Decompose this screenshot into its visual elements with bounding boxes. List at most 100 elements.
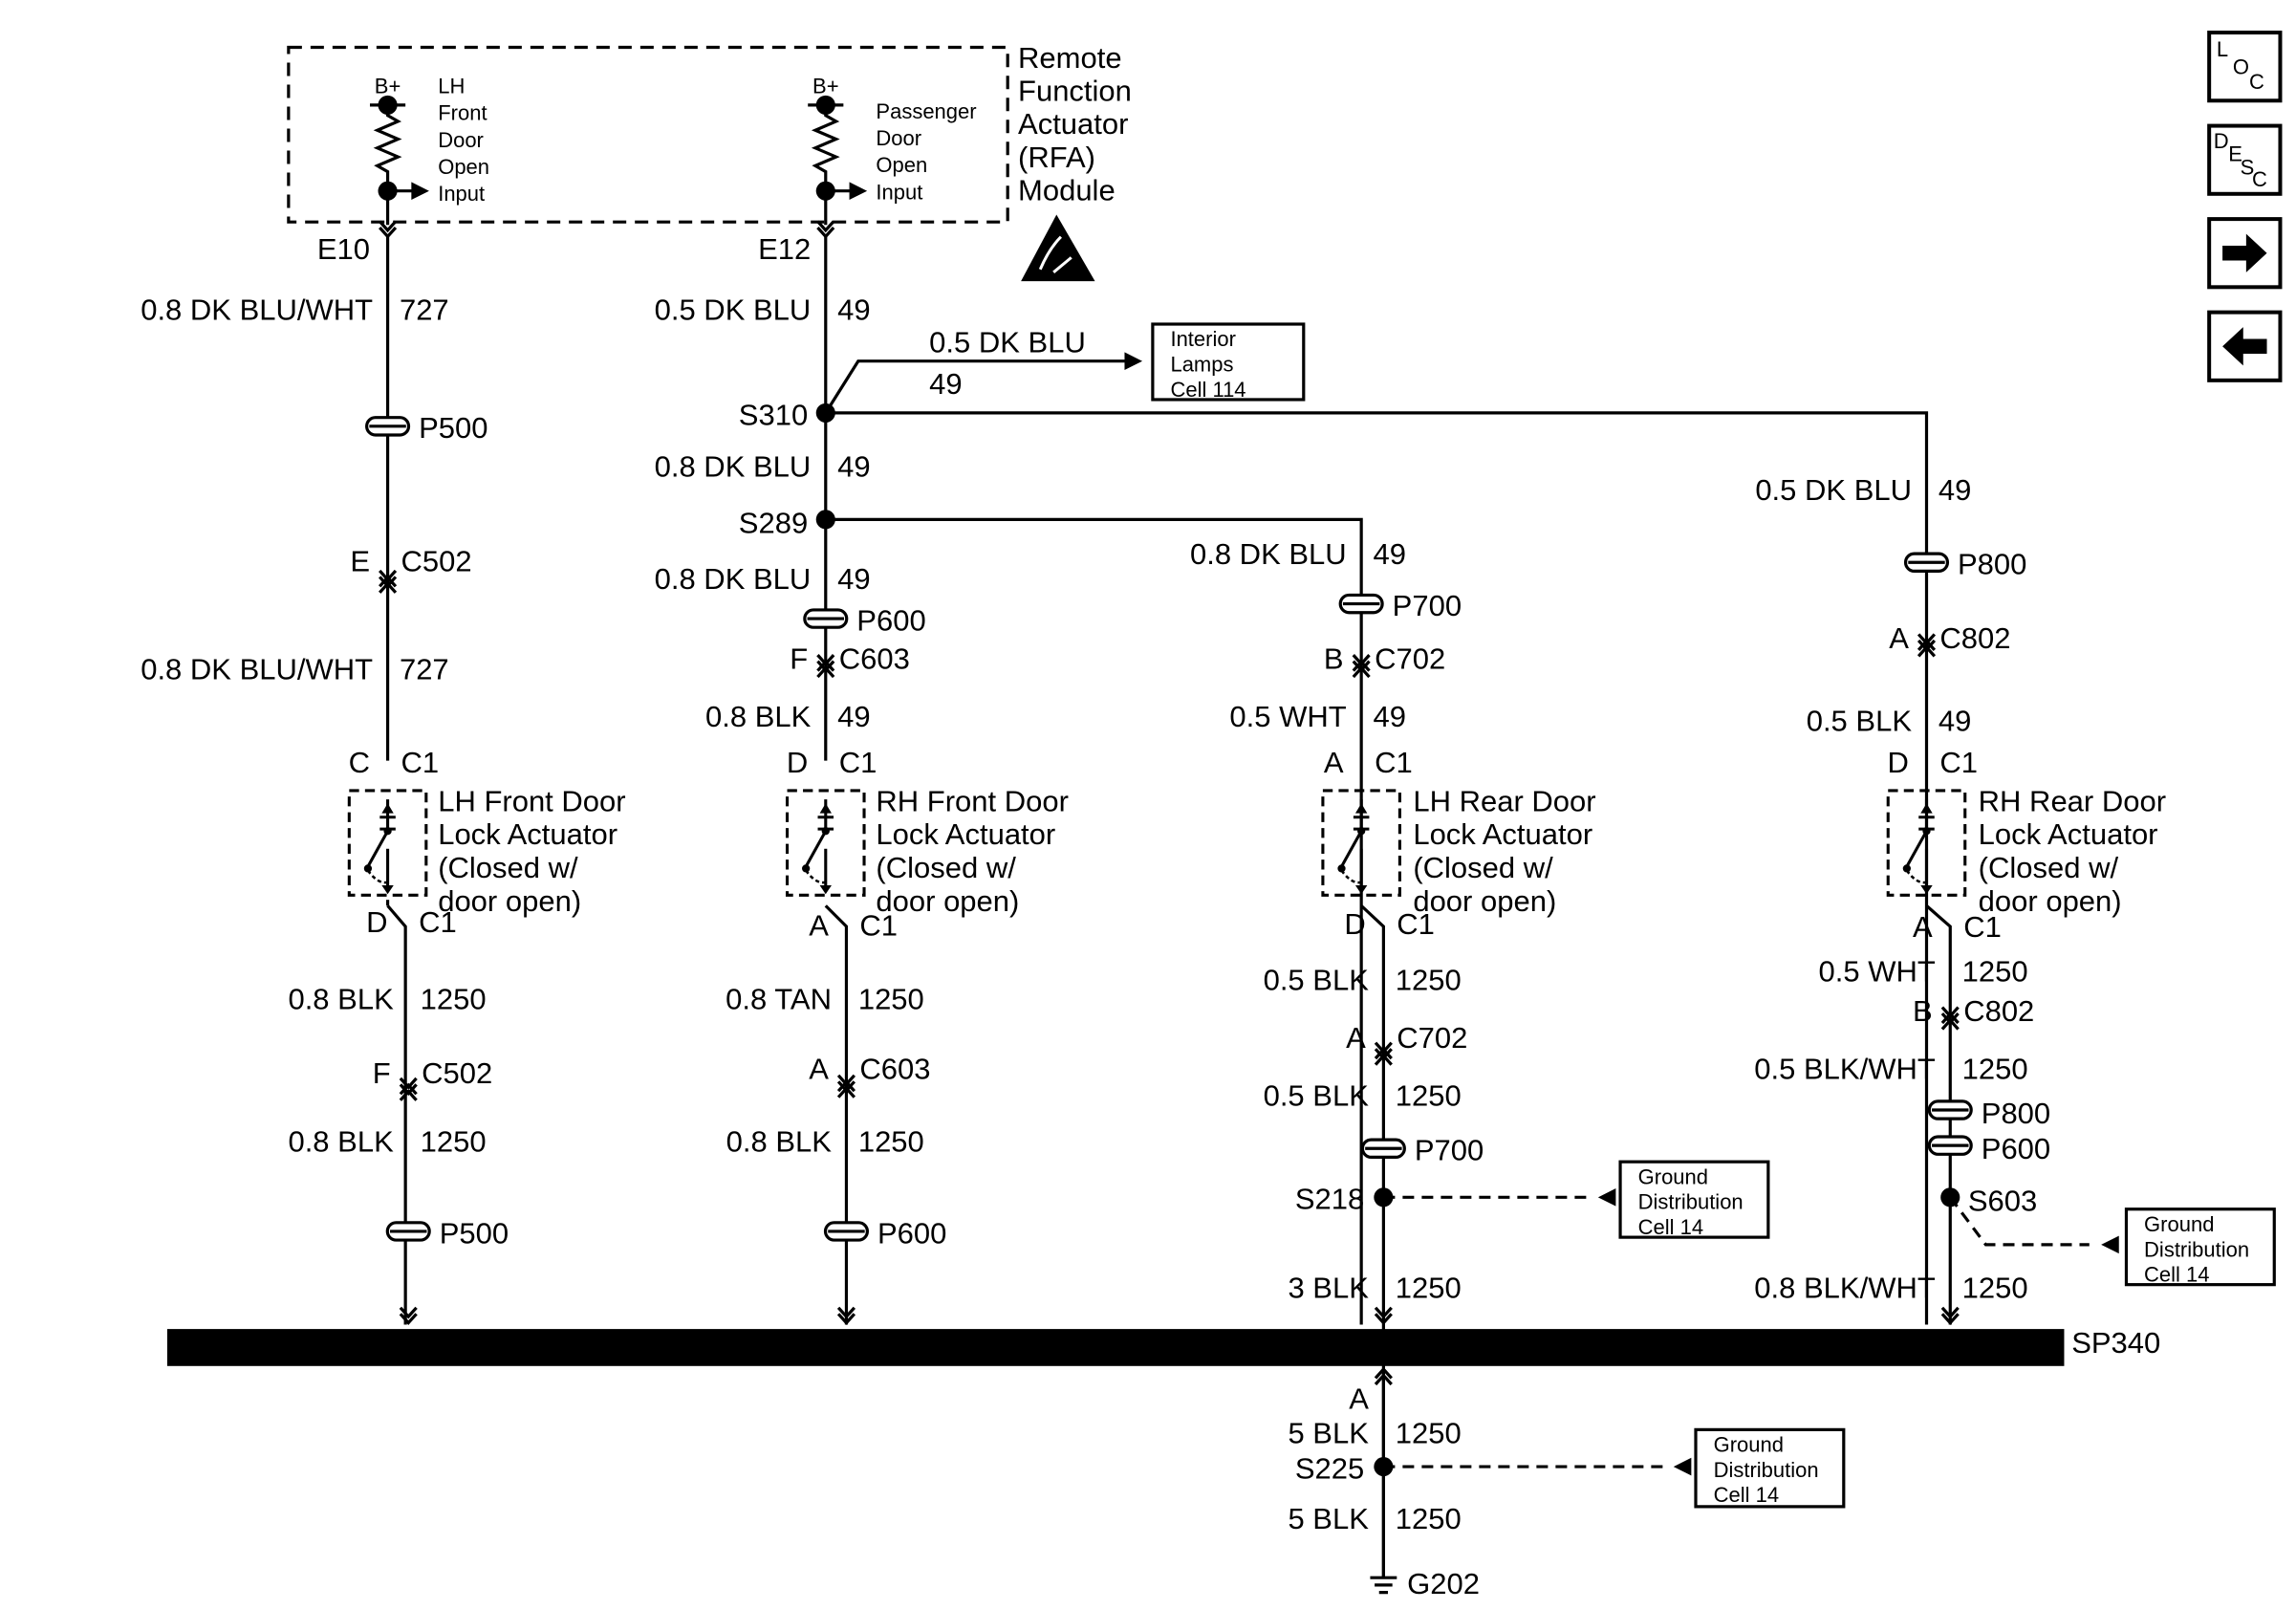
ground-distribution-reference-2-text-line: Cell 14 xyxy=(2144,1263,2209,1287)
circuit-1250-wire xyxy=(824,904,849,1325)
ground-distribution-reference-2-text-line: Distribution xyxy=(2144,1237,2249,1261)
c603-bot-cavity: A xyxy=(809,1052,829,1085)
diagram-labels: RemoteFunctionActuator(RFA)ModuleB+LHFro… xyxy=(141,41,2249,1600)
device-symbols xyxy=(166,45,2276,1509)
passenger-door-input-label-line: Passenger xyxy=(876,99,976,123)
p600-passthrough xyxy=(1927,1135,1973,1156)
g-main-1-wire-size: 5 BLK xyxy=(1288,1416,1369,1449)
s289-label: S289 xyxy=(739,506,808,539)
b-plus-label: B+ xyxy=(812,75,839,98)
rhf-c1-bot-connector: C1 xyxy=(859,908,898,942)
b-plus-label: B+ xyxy=(375,75,401,98)
pullup-resistor xyxy=(811,104,840,226)
lhf-c1-bot-connector: C1 xyxy=(419,905,457,939)
w49-top-circuit: 49 xyxy=(837,293,870,326)
next-page-button[interactable] xyxy=(2207,217,2283,290)
c802-bot-cavity: B xyxy=(1913,994,1933,1028)
w49-s289-p600-circuit: 49 xyxy=(837,562,870,596)
rfa-module-name-line: Actuator xyxy=(1018,107,1128,141)
circuit-1250-wire xyxy=(1360,904,1385,1578)
lh-front-door-input-label-line: Door xyxy=(438,128,484,152)
c502-bot-cavity: F xyxy=(373,1056,391,1090)
ground-distribution-reference-3-text-line: Distribution xyxy=(1714,1458,1819,1482)
rh-front-actuator-label-line: (Closed w/ xyxy=(876,851,1016,884)
g-lhr-1-wire-size: 0.5 BLK xyxy=(1264,964,1370,997)
g-lhf-2-wire-size: 0.8 BLK xyxy=(288,1124,394,1158)
ground-distribution-reference-2-text-line: Ground xyxy=(2144,1212,2214,1236)
lhf-c1-bot-cavity: D xyxy=(366,905,387,939)
previous-page-button[interactable] xyxy=(2207,310,2283,382)
lh-front-actuator-label-line: (Closed w/ xyxy=(438,851,578,884)
lhf-c1-top-cavity: C xyxy=(349,746,370,779)
rhf-c1-top-connector: C1 xyxy=(839,746,877,779)
c702-top-connector: C702 xyxy=(1375,642,1445,676)
s310-rh-rear-wire xyxy=(825,411,1929,1325)
rhr-c1-top-cavity: D xyxy=(1888,746,1909,779)
rfa-module-name-line: Function xyxy=(1018,75,1132,108)
desc-letter: E xyxy=(2228,142,2242,166)
p800-passthrough xyxy=(1903,552,1950,574)
c802-top-connector: C802 xyxy=(1939,621,2010,655)
rhf-c1-top-cavity: D xyxy=(787,746,808,779)
ground-distribution-reference-2-box[interactable] xyxy=(2124,1208,2276,1287)
lhr-c1-top-cavity: A xyxy=(1324,746,1344,779)
c702-bot-cavity: A xyxy=(1346,1021,1366,1055)
b-plus-node xyxy=(815,95,835,115)
interior-lamps-arrow-icon xyxy=(1124,352,1143,370)
lh-rear-actuator-label-line: door open) xyxy=(1413,884,1556,918)
c802-bot-connector: C802 xyxy=(1963,994,2034,1028)
arrowhead-icon xyxy=(1673,1457,1692,1476)
p600-passthrough xyxy=(823,1221,870,1242)
ground-distribution-reference-1-text-line: Distribution xyxy=(1638,1190,1744,1214)
w49-top-wire-size: 0.5 DK BLU xyxy=(655,293,812,326)
loc-button[interactable]: LOC xyxy=(2207,31,2283,103)
w49-lh-rear-circuit: 49 xyxy=(1374,537,1406,571)
b-plus-node xyxy=(378,95,398,115)
w49-rhr-wire-size: 0.5 BLK xyxy=(1807,705,1913,738)
lh-front-door-input-label-line: Input xyxy=(438,182,485,206)
interior-lamps-reference-box[interactable] xyxy=(1151,322,1306,402)
ground-distribution-reference-1-text-line: Cell 14 xyxy=(1638,1215,1703,1239)
lh-front-door-switch-icon xyxy=(347,789,428,897)
loc-letter: O xyxy=(2233,54,2249,78)
loc-letter: C xyxy=(2249,70,2264,94)
p800-label: P800 xyxy=(1982,1097,2050,1130)
rh-rear-actuator-label-line: Lock Actuator xyxy=(1979,817,2158,851)
g-rhr-3-circuit: 1250 xyxy=(1962,1272,2028,1305)
inline-connector-icon xyxy=(399,1306,419,1325)
w49-s289-p600-wire-size: 0.8 DK BLU xyxy=(655,562,812,596)
interior-lamps-reference-text-line: Cell 114 xyxy=(1170,378,1245,402)
rh-front-actuator-label-line: door open) xyxy=(876,884,1019,918)
w49-rhf-circuit: 49 xyxy=(837,700,870,733)
p700-passthrough xyxy=(1338,593,1384,615)
c702-bot-connector: C702 xyxy=(1397,1021,1467,1055)
passenger-door-input-label-line: Input xyxy=(876,180,922,204)
g-rhf-2-circuit: 1250 xyxy=(858,1124,924,1158)
w49-s310-s289-wire-size: 0.8 DK BLU xyxy=(655,449,812,483)
p800-passthrough xyxy=(1927,1099,1973,1120)
lhr-c1-bot-connector: C1 xyxy=(1397,907,1435,941)
arrowhead-icon xyxy=(2101,1235,2119,1254)
lhf-c1-top-connector: C1 xyxy=(401,746,440,779)
arrow-right-icon xyxy=(2222,233,2267,272)
desc-letter: C xyxy=(2252,167,2267,191)
p500-passthrough xyxy=(385,1221,431,1242)
w727-top-circuit: 727 xyxy=(400,293,449,326)
esd-hand-icon xyxy=(1038,235,1072,273)
arrowhead-icon xyxy=(1597,1188,1616,1207)
sp340-splice-pack-bar xyxy=(166,1329,2065,1366)
w49-rh-rear-wire-size: 0.5 DK BLU xyxy=(1755,473,1912,507)
g-rhr-1-wire-size: 0.5 WHT xyxy=(1818,954,1935,988)
w727-bottom-circuit: 727 xyxy=(400,653,449,686)
p600-label: P600 xyxy=(877,1216,946,1250)
ground-distribution-reference-1-box[interactable] xyxy=(1618,1160,1770,1239)
sp340-label: SP340 xyxy=(2071,1326,2160,1360)
ground-distribution-reference-3-box[interactable] xyxy=(1694,1427,1846,1509)
interior-lamps-reference-text-line: Lamps xyxy=(1170,353,1233,377)
g-lhr-3-circuit: 1250 xyxy=(1396,1272,1462,1305)
g202-label: G202 xyxy=(1407,1567,1480,1600)
p500-label: P500 xyxy=(419,411,487,445)
interior-lamps-reference-text-line: Interior xyxy=(1170,327,1235,351)
